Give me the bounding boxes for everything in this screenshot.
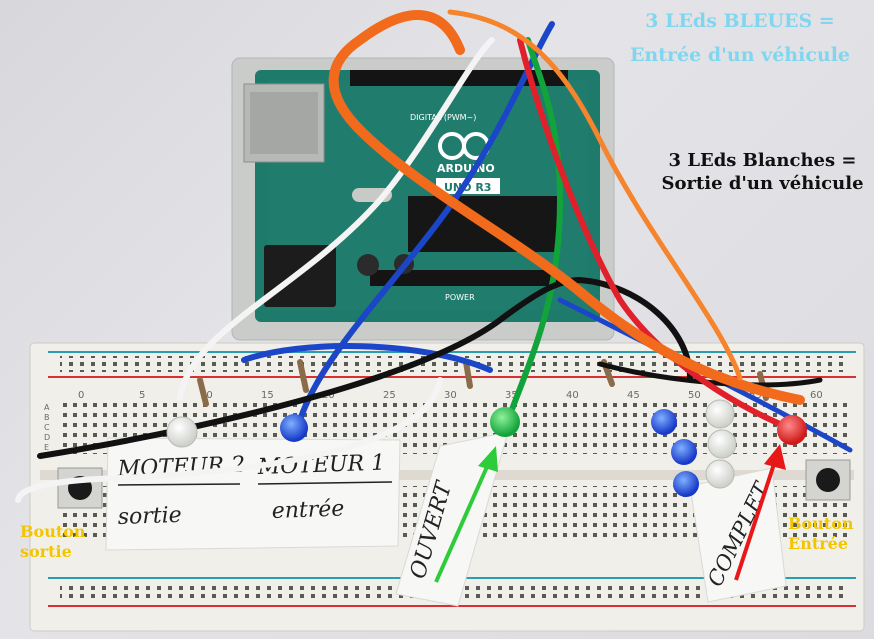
blue-led-left	[280, 414, 308, 442]
bouton-entree-annotation: Bouton Entrée	[788, 514, 854, 554]
wire-white	[177, 37, 495, 401]
wires	[15, 9, 853, 503]
bouton-sortie-line-2: sortie	[20, 542, 72, 561]
breadboard-row-letter: B	[44, 413, 50, 422]
label-entree: entrée	[271, 496, 344, 524]
arduino-board: ARDUINO UNO R3 DIGITAL (PWM~) POWER	[231, 57, 615, 341]
red-arrow	[734, 444, 786, 581]
green-led	[490, 407, 520, 437]
breadboard-row-letter: D	[44, 433, 50, 442]
breadboard-column-number: 55	[749, 390, 762, 401]
breadboard-column-number: 45	[627, 390, 640, 401]
white-leds-line-1: 3 LEds Blanches =	[668, 150, 857, 171]
paper-complet-label: COMPLET	[689, 467, 787, 603]
breadboard-column-number: 25	[383, 390, 396, 401]
breadboard-column-number: 30	[444, 390, 457, 401]
breadboard-row-letter: E	[44, 443, 49, 452]
bouton-sortie-line-1: Bouton	[20, 522, 86, 541]
bouton-entree-line-1: Bouton	[788, 514, 854, 533]
push-button-entree[interactable]	[805, 459, 851, 501]
paper-motor-labels: MOTEUR 2 MOTEUR 1 sortie entrée	[105, 437, 401, 551]
red-led	[777, 415, 807, 445]
breadboard-row-letter: A	[44, 403, 50, 412]
wire-green	[505, 37, 564, 423]
board-model: UNO R3	[444, 181, 491, 194]
breadboard-column-number: 35	[505, 390, 518, 401]
green-arrow	[434, 446, 498, 583]
board-power-header: POWER	[445, 293, 475, 302]
wire-orange-thin	[447, 9, 743, 381]
wire-blue-rail	[241, 343, 493, 373]
bouton-entree-line-2: Entrée	[788, 534, 849, 553]
breadboard-column-number: 40	[566, 390, 579, 401]
breadboard-column-number: 50	[688, 390, 701, 401]
breadboard-column-number: 60	[810, 390, 823, 401]
wire-black	[37, 276, 693, 459]
breadboard-column-number: 5	[139, 390, 145, 401]
wire-red	[517, 37, 803, 435]
blue-leds-annotation: 3 LEds BLEUES = Entrée d'un véhicule	[610, 10, 870, 68]
board-digital-header: DIGITAL (PWM~)	[410, 113, 476, 122]
blue-leds-line-2: Entrée d'un véhicule	[629, 43, 851, 66]
breadboard-row-letter: C	[44, 423, 50, 432]
board-brand: ARDUINO	[437, 162, 495, 175]
blue-leds-line-1: 3 LEds BLEUES =	[645, 10, 835, 32]
breadboard-column-number: 15	[261, 390, 274, 401]
bouton-sortie-annotation: Bouton sortie	[20, 522, 86, 562]
white-leds-group	[705, 399, 737, 489]
wire-orange-thick	[328, 10, 805, 405]
blue-leds-group	[651, 409, 699, 497]
push-button-sortie[interactable]	[57, 467, 103, 509]
wire-white-lower	[15, 377, 443, 503]
label-sortie: sortie	[117, 503, 182, 530]
breadboard-column-number: 0	[78, 390, 84, 401]
white-led-left	[166, 416, 198, 448]
white-leds-line-2: Sortie d'un véhicule	[661, 172, 864, 194]
white-leds-annotation: 3 LEds Blanches = Sortie d'un véhicule	[650, 150, 874, 195]
